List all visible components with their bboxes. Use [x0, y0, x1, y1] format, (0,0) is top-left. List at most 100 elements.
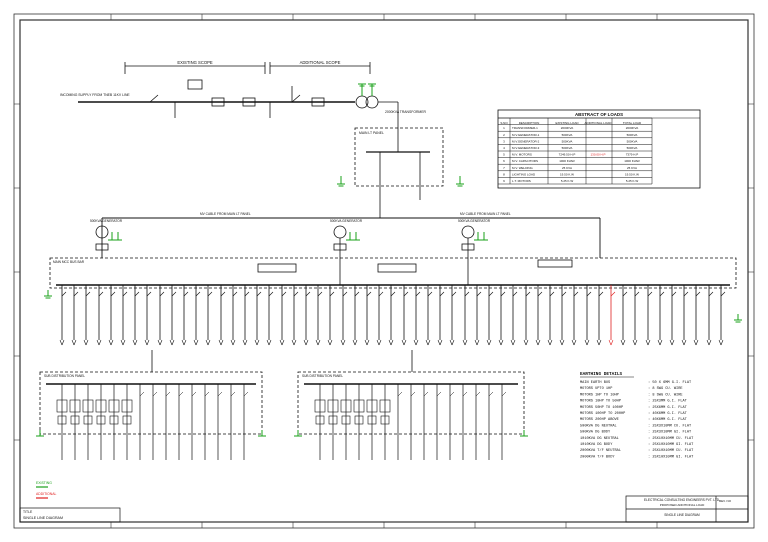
earthing-item-value: : 8 SWG CU. WIRE: [648, 393, 683, 397]
sub-feeder: [217, 384, 223, 460]
mcc-feeder: [303, 285, 311, 346]
abstract-cell: 7: [503, 166, 505, 170]
earthing-item-label: MOTORS 100HP TO 200HP: [580, 412, 625, 416]
earthing-item-label: MOTORS 50HP TO 100HP: [580, 406, 623, 410]
trafo-label: 2000KVA TRANSFORMER: [385, 110, 427, 114]
sub-feeder: [488, 384, 494, 460]
abstract-cell: 25 KVA: [627, 166, 637, 170]
mcc-feeder: [510, 285, 518, 346]
sub-feeder: [436, 384, 442, 460]
dimension-left-label: EXISTING SCOPE: [177, 60, 213, 65]
mcc-feeder: [413, 285, 421, 346]
abstract-cell: M.V. CAPACITORS: [512, 159, 538, 163]
sub-feeder: [366, 384, 378, 460]
abs-header-existing: EXISTING LOAD: [555, 121, 579, 125]
sub-feeder: [108, 384, 120, 460]
earthing-item-label: 2000KVA T/F BODY: [580, 454, 615, 459]
abstract-cell: 25 KVA: [562, 166, 572, 170]
mcc-feeders: [59, 285, 726, 346]
title-block-rev: REV. NO: [719, 499, 732, 503]
abstract-cell: 500KVA: [562, 133, 573, 137]
mcc-feeder: [547, 285, 555, 346]
mcc-feeder: [559, 285, 567, 346]
mcc-feeder: [71, 285, 79, 346]
sub-feeder: [191, 384, 197, 460]
abs-header-total: TOTAL LOAD: [623, 121, 642, 125]
mcc-feeder: [523, 285, 531, 346]
earthing-item-value: : 40X6MM G.I. FLAT: [648, 418, 688, 422]
mcc-feeder: [193, 285, 201, 346]
main-panel-label: MAIN LT PANEL: [359, 131, 384, 135]
mcc-feeder: [657, 285, 665, 346]
sub-panel-left: [39, 350, 263, 435]
abstract-title: ABSTRACT OF LOADS: [575, 112, 623, 117]
sub-panel-1-label: SUB DISTRIBUTION PANEL: [44, 374, 85, 378]
sub-feeder: [501, 384, 507, 460]
earthing-details: EARTHING DETAILS MAIN EARTH BUS: 50 X 6M…: [580, 372, 694, 459]
earthing-item-value: : 25X10X10MM GI. FLAT: [648, 443, 694, 447]
mcc-feeder: [693, 285, 701, 346]
mcc-feeder: [449, 285, 457, 346]
abstract-cell: 9: [503, 179, 505, 183]
mcc-feeder: [108, 285, 116, 346]
title-block-company: ELECTRICAL CONSULTING ENGINEERS PVT. LTD…: [644, 498, 720, 502]
sub-feeder: [475, 384, 481, 460]
sub-feeder: [204, 384, 210, 460]
earthing-item-value: : 40X6MM G.I. FLAT: [648, 412, 688, 416]
mcc-feeder: [584, 285, 592, 346]
mcc-feeder: [120, 285, 128, 346]
sub-earths: [36, 430, 528, 437]
earthing-item-label: MOTORS 10HP TO 50HP: [580, 400, 621, 404]
sub-feeder: [95, 384, 107, 460]
gen-2-label: 500KVA GENERATOR: [330, 219, 363, 223]
mcc-feeder: [291, 285, 299, 346]
abstract-cell: M.V. MOTORS: [512, 153, 532, 157]
abstract-cell: TRANSFORMER-1: [512, 126, 538, 130]
abstract-cell: M.V. WELDING: [512, 166, 533, 170]
sub-feeder: [69, 384, 81, 460]
mcc-feeder: [157, 285, 165, 346]
sub-feeder: [165, 384, 171, 460]
abstract-cell: M.V.GENERATOR-2: [512, 139, 540, 143]
sub-feeder: [314, 384, 326, 460]
earthing-item-label: 500KVA DG NEUTRAL: [580, 424, 617, 428]
panel-earths: [337, 176, 464, 187]
abstract-cell: 500KVA: [627, 133, 638, 137]
mcc-feeder: [718, 285, 726, 346]
mcc-feeder: [266, 285, 274, 346]
sub-feeder: [152, 384, 158, 460]
abstract-cell: 1000 KVAR: [559, 159, 575, 163]
abstract-cell: 3: [503, 139, 505, 143]
abstract-cell: 1: [503, 126, 505, 130]
abstract-cell: L.T. MOTORS: [512, 179, 531, 183]
sub-feeder: [121, 384, 133, 460]
sub-feeders: [56, 384, 507, 460]
mcc-feeder: [83, 285, 91, 346]
mcc-feeder: [144, 285, 152, 346]
mcc-feeder: [706, 285, 714, 346]
earthing-item-value: : 25X10X10MM CU. FLAT: [648, 437, 694, 441]
mcc-feeder: [462, 285, 470, 346]
mcc-feeder: [571, 285, 579, 346]
mcc-feeder: [242, 285, 250, 346]
sub-feeder: [449, 384, 455, 460]
abstract-cell: 6: [503, 159, 505, 163]
earthing-item-label: MAIN EARTH BUS: [580, 381, 610, 385]
mcc-feeder: [608, 285, 616, 346]
abstract-cell: 2: [503, 133, 505, 137]
abs-header-additional: ADDITIONAL LOAD: [585, 121, 613, 125]
mcc-feeder: [474, 285, 482, 346]
mcc-feeder: [535, 285, 543, 346]
sub-feeder: [353, 384, 365, 460]
abstract-cell: 1000 KVAR: [624, 159, 640, 163]
legend-existing-label: EXISTING: [36, 481, 52, 485]
mcc-feeder: [218, 285, 226, 346]
main-lt-panel: [354, 127, 444, 218]
earthing-item-value: : 25X6MM G.I. FLAT: [648, 406, 688, 410]
sub-feeder: [423, 384, 429, 460]
abstract-cell: 2000KVA: [626, 126, 638, 130]
earthing-item-value: : 25X10X10MM CU. FLAT: [648, 449, 694, 453]
abstract-cell: 130.00 H.P: [590, 153, 605, 157]
earthing-item-value: : 25X10X10MM GI. FLAT: [648, 455, 694, 459]
